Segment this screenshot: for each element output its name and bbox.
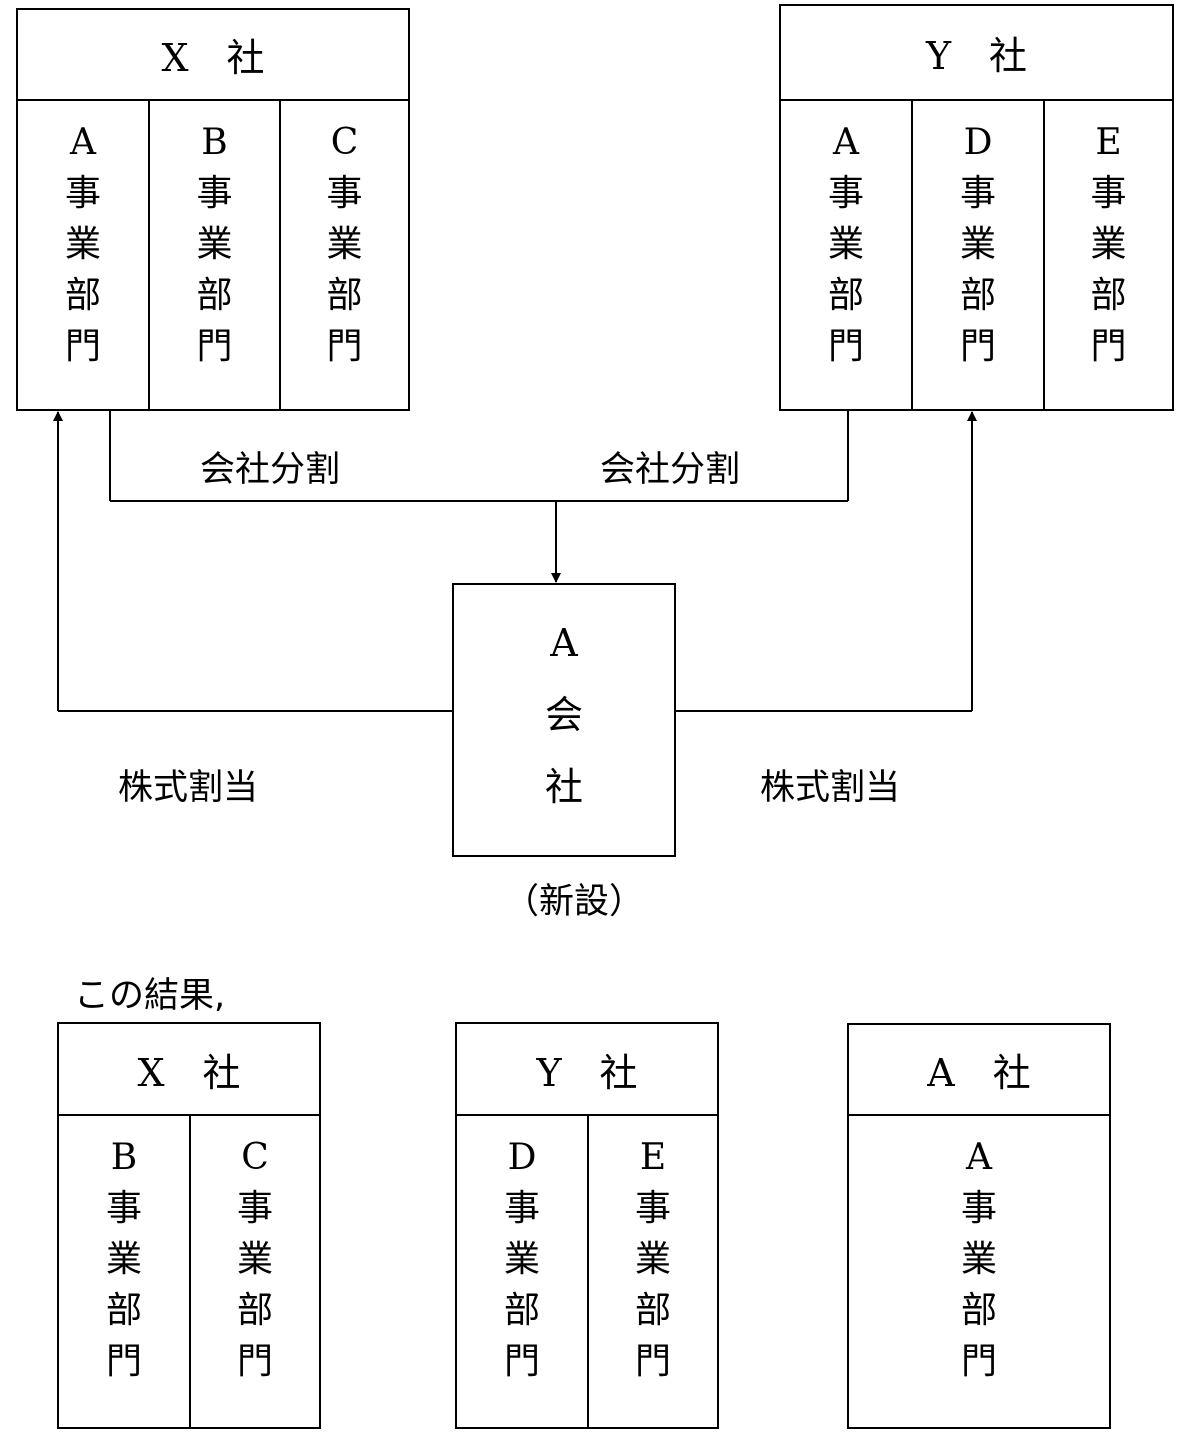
division-letter: D [963, 122, 993, 163]
company-split-label-left: 会社分割 [200, 450, 341, 490]
a-company-char: 会 [544, 693, 583, 737]
division-char: 門 [64, 326, 101, 367]
division-word: 事業部門 [326, 168, 362, 372]
division-char: 事 [634, 1188, 671, 1229]
division-char: 門 [326, 326, 363, 367]
result-label: この結果, [74, 976, 226, 1016]
division-char: 事 [959, 173, 996, 214]
division-word: 事業部門 [828, 168, 864, 372]
division-char: 業 [236, 1239, 273, 1280]
division-char: 事 [960, 1188, 997, 1229]
division-char: 部 [236, 1290, 273, 1331]
new-establishment-note: （新設） [504, 882, 645, 922]
division-char: 事 [196, 173, 233, 214]
division-char: 部 [1090, 275, 1127, 316]
division-char: 事 [236, 1188, 273, 1229]
division-char: 事 [503, 1188, 540, 1229]
division-char: 業 [326, 224, 363, 265]
division-word: 事業部門 [1090, 168, 1126, 372]
division-char: 門 [105, 1341, 142, 1382]
division-word: 事業部門 [237, 1183, 273, 1387]
share-allotment-label-left: 株式割当 [118, 768, 259, 808]
division-char: 事 [105, 1188, 142, 1229]
company-split-label-right: 会社分割 [600, 450, 741, 490]
division-char: 部 [827, 275, 864, 316]
division-char: 門 [236, 1341, 273, 1382]
a-company-box-new: A 会 社 [452, 583, 676, 857]
division-char: 門 [503, 1341, 540, 1382]
division-char: 部 [959, 275, 996, 316]
a-company-label: A 会 社 [454, 607, 674, 823]
division-char: 業 [634, 1239, 671, 1280]
company-title: Y 社 [457, 1024, 717, 1116]
division-letter: C [330, 122, 359, 163]
division-char: 門 [959, 326, 996, 367]
division-char: 業 [827, 224, 864, 265]
division-char: 業 [196, 224, 233, 265]
division-char: 業 [1090, 224, 1127, 265]
division-letter: B [201, 122, 228, 163]
division-char: 業 [64, 224, 101, 265]
division-char: 事 [326, 173, 363, 214]
division-char: 門 [196, 326, 233, 367]
division-char: 業 [959, 224, 996, 265]
company-title: X 社 [18, 10, 408, 101]
division-word: 事業部門 [961, 1183, 997, 1387]
division-char: 部 [196, 275, 233, 316]
division-char: 門 [634, 1341, 671, 1382]
company-title: Y 社 [781, 6, 1172, 101]
division-char: 部 [634, 1290, 671, 1331]
company-title: X 社 [59, 1024, 319, 1116]
division-char: 部 [503, 1290, 540, 1331]
division-char: 門 [827, 326, 864, 367]
division-char: 事 [1090, 173, 1127, 214]
division-word: 事業部門 [106, 1183, 142, 1387]
division-letter: D [507, 1137, 537, 1178]
share-allotment-label-right: 株式割当 [760, 768, 901, 808]
division-char: 門 [960, 1341, 997, 1382]
division-word: 事業部門 [196, 168, 232, 372]
division-char: 業 [503, 1239, 540, 1280]
division-word: 事業部門 [960, 168, 996, 372]
division-letter: B [110, 1137, 138, 1178]
division-char: 事 [827, 173, 864, 214]
division-char: 部 [64, 275, 101, 316]
division-char: 業 [960, 1239, 997, 1280]
company-title: A 社 [849, 1025, 1109, 1116]
division-char: 門 [1090, 326, 1127, 367]
division-letter: E [639, 1137, 667, 1178]
division-word: 事業部門 [65, 168, 101, 372]
division-char: 部 [105, 1290, 142, 1331]
division-char: 部 [960, 1290, 997, 1331]
division-char: 事 [64, 173, 101, 214]
division-char: 業 [105, 1239, 142, 1280]
division-letter: A [833, 122, 859, 163]
division-letter: A [70, 122, 96, 163]
division-word: 事業部門 [504, 1183, 540, 1387]
division-word: 事業部門 [635, 1183, 671, 1387]
division-letter: C [241, 1137, 269, 1178]
division-letter: A [966, 1137, 992, 1178]
division-char: 部 [326, 275, 363, 316]
division-letter: E [1095, 122, 1122, 163]
a-company-char: 社 [544, 765, 583, 809]
a-company-char: A [550, 621, 578, 665]
